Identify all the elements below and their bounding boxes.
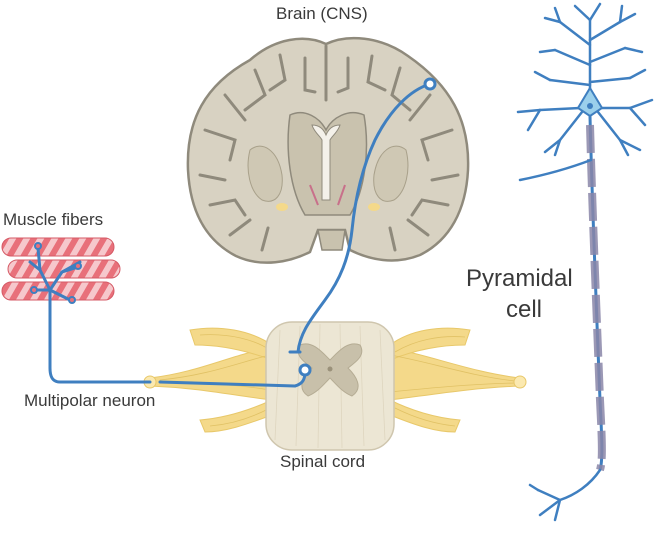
upper-motor-neuron bbox=[288, 77, 437, 354]
muscle-fibers-label: Muscle fibers bbox=[3, 210, 104, 229]
pyramidal-cell bbox=[516, 2, 654, 522]
brain-section bbox=[186, 36, 470, 264]
pyramidal-cell-label-line2: cell bbox=[506, 296, 543, 323]
spinal-nerves bbox=[143, 327, 527, 433]
multipolar-neuron-label: Multipolar neuron bbox=[24, 391, 156, 410]
neuromuscular-junctions bbox=[30, 242, 82, 304]
pyramidal-cell-label-line1: Pyramidal bbox=[466, 265, 573, 292]
brain-label: Brain (CNS) bbox=[276, 4, 368, 23]
spinal-cord-label: Spinal cord bbox=[280, 452, 366, 471]
muscle-fibers bbox=[1, 237, 121, 301]
